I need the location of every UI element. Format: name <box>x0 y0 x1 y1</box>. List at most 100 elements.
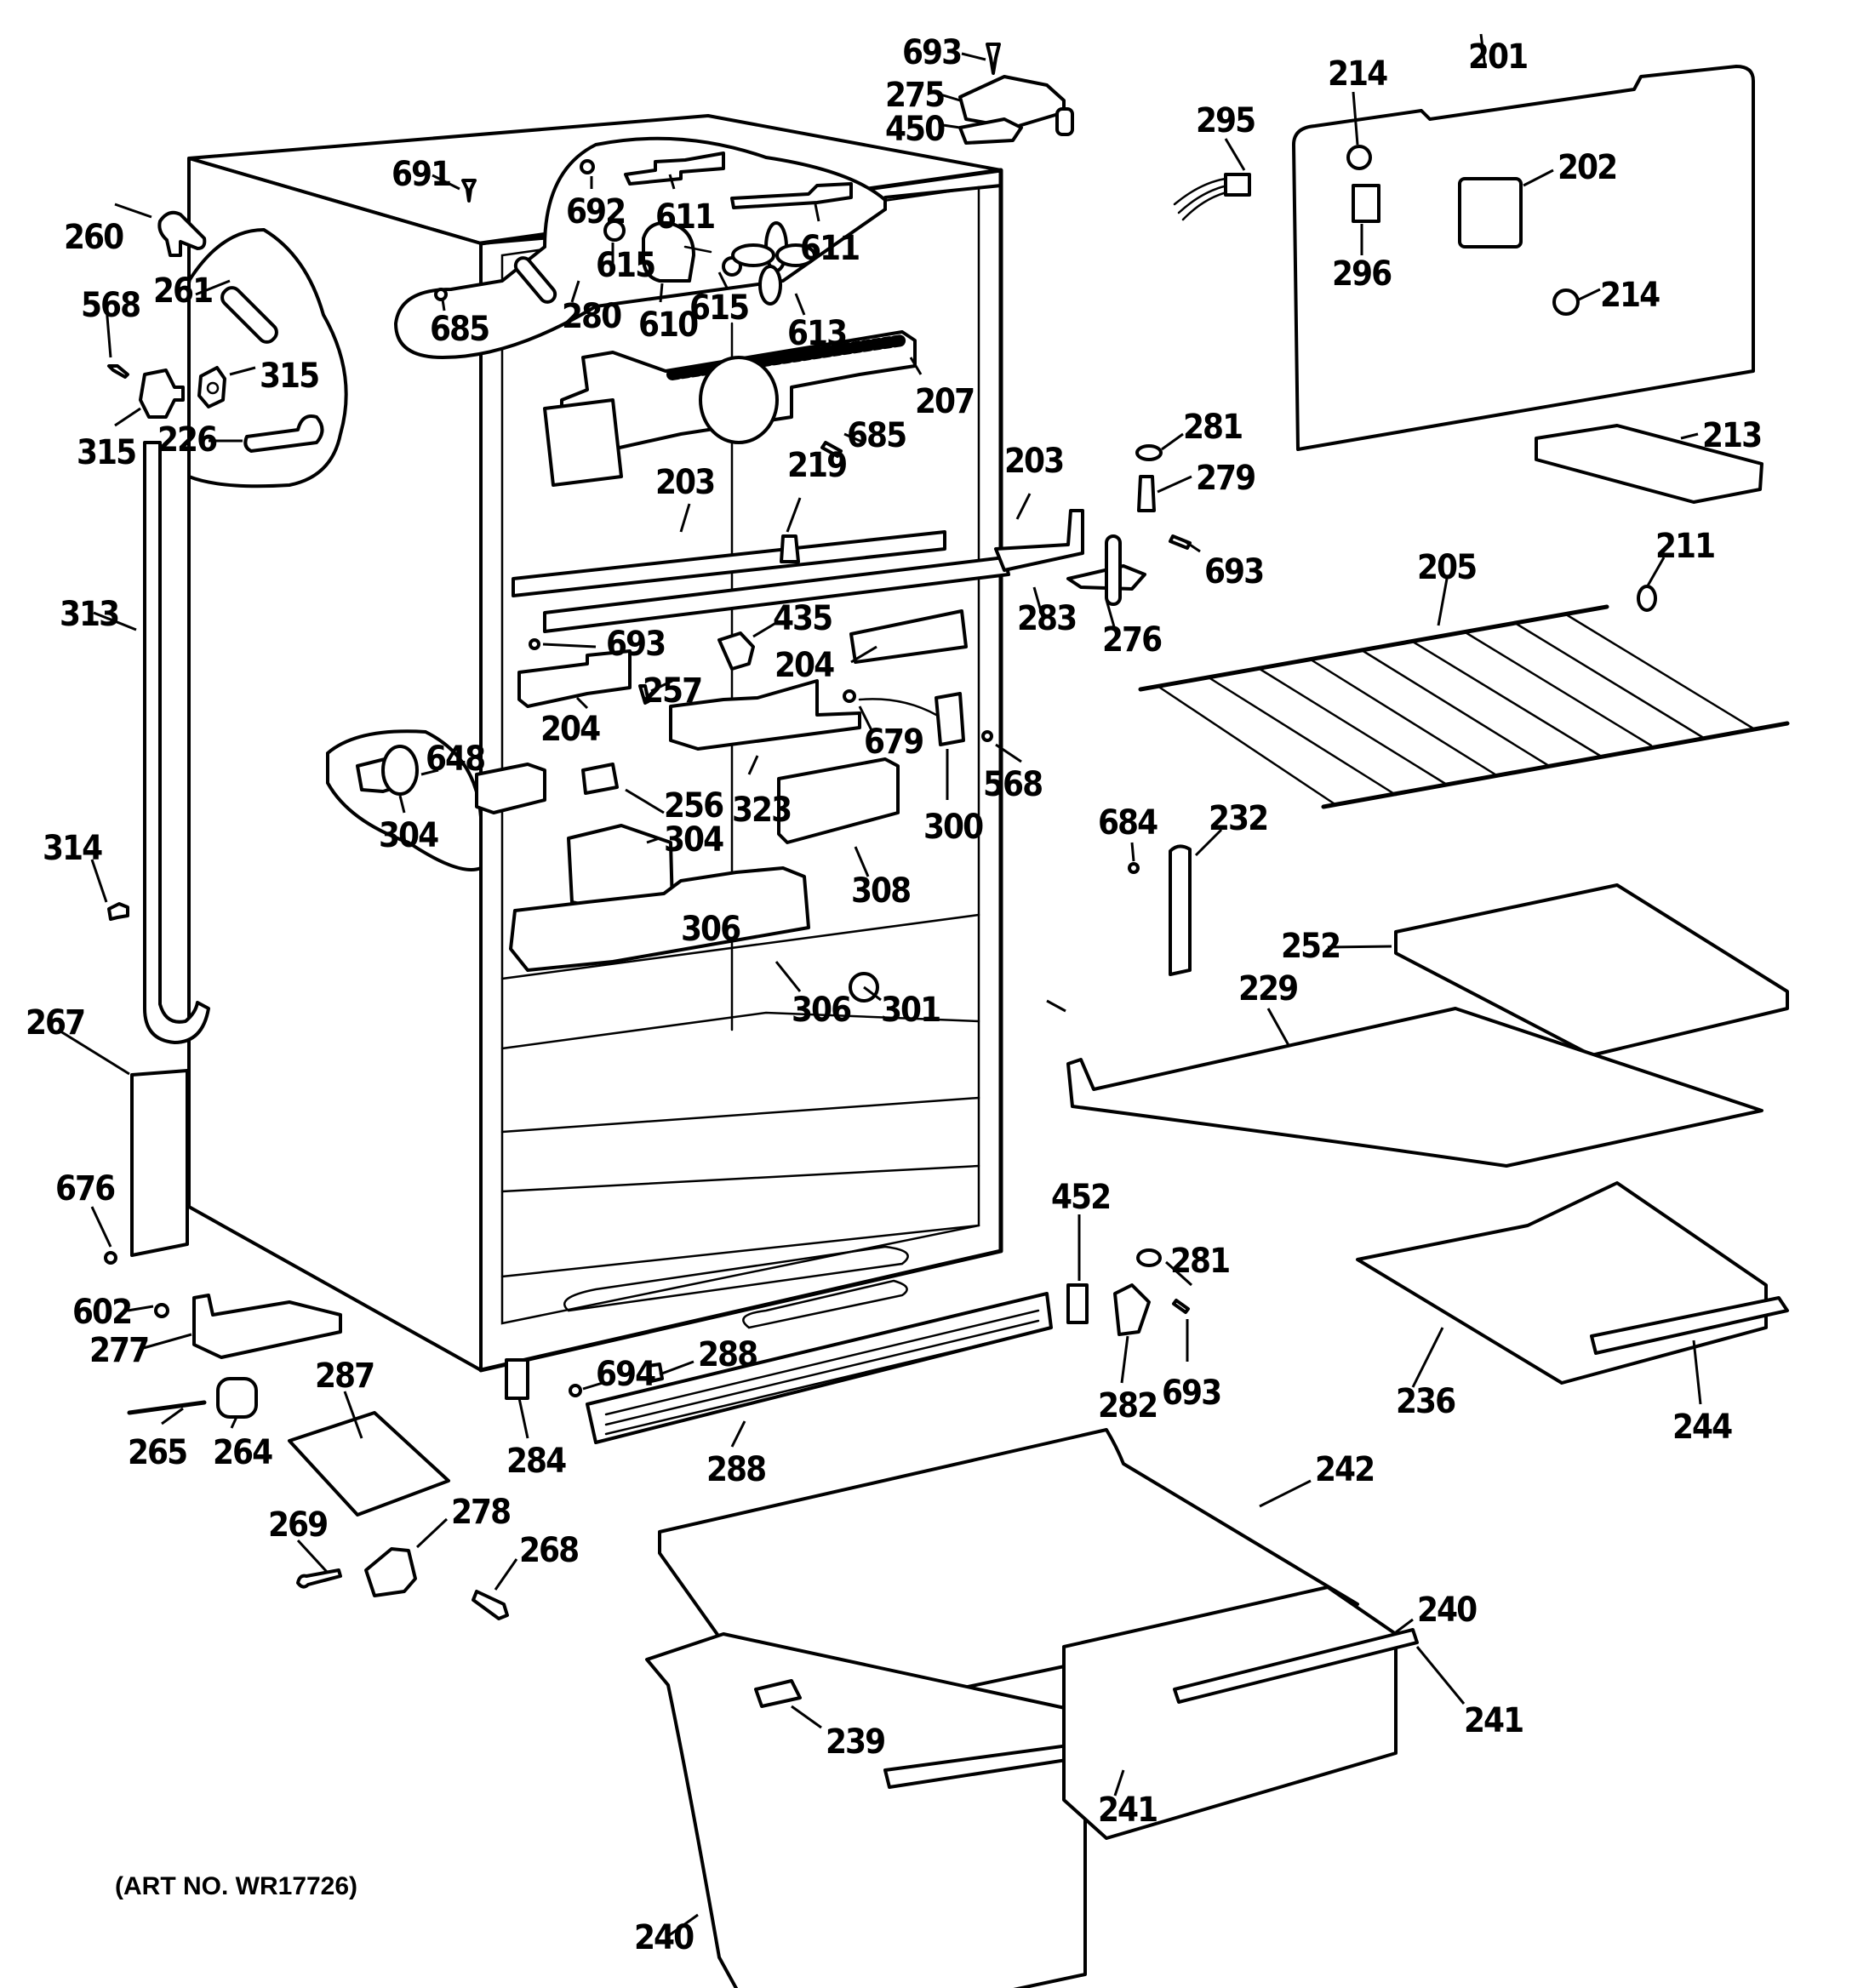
callout-611: 611 <box>800 229 859 268</box>
breaker-strip-203b <box>543 556 1010 633</box>
screw-679 <box>843 689 856 703</box>
tube-280 <box>513 256 557 304</box>
callout-694: 694 <box>596 1355 655 1394</box>
connector-295 <box>1224 173 1251 197</box>
shelf-line <box>500 913 980 980</box>
callout-304: 304 <box>379 816 438 855</box>
callout-201: 201 <box>1468 37 1527 77</box>
callout-685: 685 <box>430 310 489 349</box>
hinge-282 <box>1113 1283 1151 1336</box>
bracket-611b <box>730 182 853 209</box>
switch-300 <box>935 692 965 746</box>
fitting-315a <box>139 368 185 419</box>
callout-260: 260 <box>64 218 123 257</box>
callout-306: 306 <box>792 991 851 1030</box>
callout-269: 269 <box>268 1505 327 1545</box>
callout-288: 288 <box>706 1450 765 1489</box>
axle-265 <box>127 1400 207 1415</box>
callout-205: 205 <box>1417 548 1476 587</box>
callout-267: 267 <box>26 1003 84 1043</box>
grille-202 <box>1458 177 1523 248</box>
shim-452 <box>1066 1283 1089 1324</box>
light-214a <box>1346 145 1372 170</box>
screw-693c <box>529 638 540 650</box>
callout-labels: 693 275 450 691 692 611 611 260 261 568 … <box>26 33 1763 1957</box>
shelf-line <box>500 1096 980 1134</box>
callout-283: 283 <box>1017 599 1076 638</box>
screw-693-top <box>986 43 1001 75</box>
callout-204: 204 <box>540 710 600 749</box>
panel-267 <box>130 1069 189 1257</box>
callout-693: 693 <box>606 625 665 664</box>
shelf-252 <box>1394 883 1789 1057</box>
clip-314 <box>107 902 129 921</box>
valve-260 <box>157 210 207 257</box>
screw-685b <box>820 441 843 458</box>
fan-blade-613 <box>731 221 816 306</box>
callout-287: 287 <box>315 1357 374 1396</box>
callout-693: 693 <box>902 33 961 72</box>
shelf-line <box>500 1011 980 1050</box>
callout-261: 261 <box>153 271 212 311</box>
callout-264: 264 <box>213 1433 272 1472</box>
callout-280: 280 <box>562 297 621 336</box>
shelf-line <box>500 1224 980 1278</box>
callout-211: 211 <box>1655 527 1714 566</box>
washer-281a <box>1135 444 1163 461</box>
clip-288 <box>647 1362 664 1383</box>
callout-693: 693 <box>1162 1374 1220 1413</box>
cutout-top-center <box>393 136 887 360</box>
pin-269 <box>296 1568 342 1589</box>
callout-288: 288 <box>698 1335 757 1374</box>
screw-685a <box>434 288 448 301</box>
callout-308: 308 <box>851 871 910 911</box>
crisper-drawer-240b <box>1062 1585 1398 1840</box>
callout-648: 648 <box>426 740 484 779</box>
callout-236: 236 <box>1396 1382 1455 1421</box>
callout-611: 611 <box>655 197 714 237</box>
plug-214b <box>1552 288 1580 316</box>
rail-239 <box>754 1679 802 1708</box>
callout-304: 304 <box>664 820 723 860</box>
bushing-615a <box>603 220 626 242</box>
hinge-bracket-283 <box>994 509 1084 572</box>
grille-288 <box>586 1292 1053 1444</box>
callout-268: 268 <box>519 1531 578 1570</box>
callout-257: 257 <box>643 671 701 711</box>
callout-281: 281 <box>1170 1242 1229 1281</box>
drawer-handle-241b <box>1173 1628 1419 1704</box>
callout-241: 241 <box>1098 1791 1157 1830</box>
shelf-rail-232 <box>1169 844 1192 976</box>
callout-306: 306 <box>681 910 740 949</box>
callout-219: 219 <box>787 446 846 485</box>
callout-296: 296 <box>1332 254 1392 294</box>
callout-256: 256 <box>664 786 723 825</box>
hinge-mount-204b <box>849 609 968 664</box>
callout-226: 226 <box>157 420 217 460</box>
screw-693d <box>1172 1299 1190 1314</box>
bottom-slot <box>563 1245 909 1312</box>
wire <box>858 698 938 717</box>
screw-568a <box>107 364 129 379</box>
tube-261 <box>220 286 278 344</box>
callout-278: 278 <box>451 1493 510 1532</box>
grommet-hole <box>206 381 220 395</box>
shelf-line <box>500 1164 980 1193</box>
callout-203: 203 <box>1004 442 1063 481</box>
screw-693b <box>1169 534 1192 550</box>
callout-265: 265 <box>128 1433 186 1472</box>
callout-313: 313 <box>60 595 118 634</box>
hinge-mount-204a <box>517 649 632 708</box>
callout-323: 323 <box>732 791 791 830</box>
callout-315: 315 <box>77 433 135 472</box>
callout-207: 207 <box>915 382 974 421</box>
hinge-pin <box>1055 107 1074 136</box>
callout-692: 692 <box>566 192 625 231</box>
callout-610: 610 <box>638 306 698 345</box>
plate-287 <box>288 1411 450 1517</box>
top-hinge-275 <box>958 75 1066 129</box>
callout-295: 295 <box>1196 101 1255 140</box>
shelf-stop-211 <box>1637 585 1657 612</box>
callout-282: 282 <box>1098 1386 1157 1425</box>
